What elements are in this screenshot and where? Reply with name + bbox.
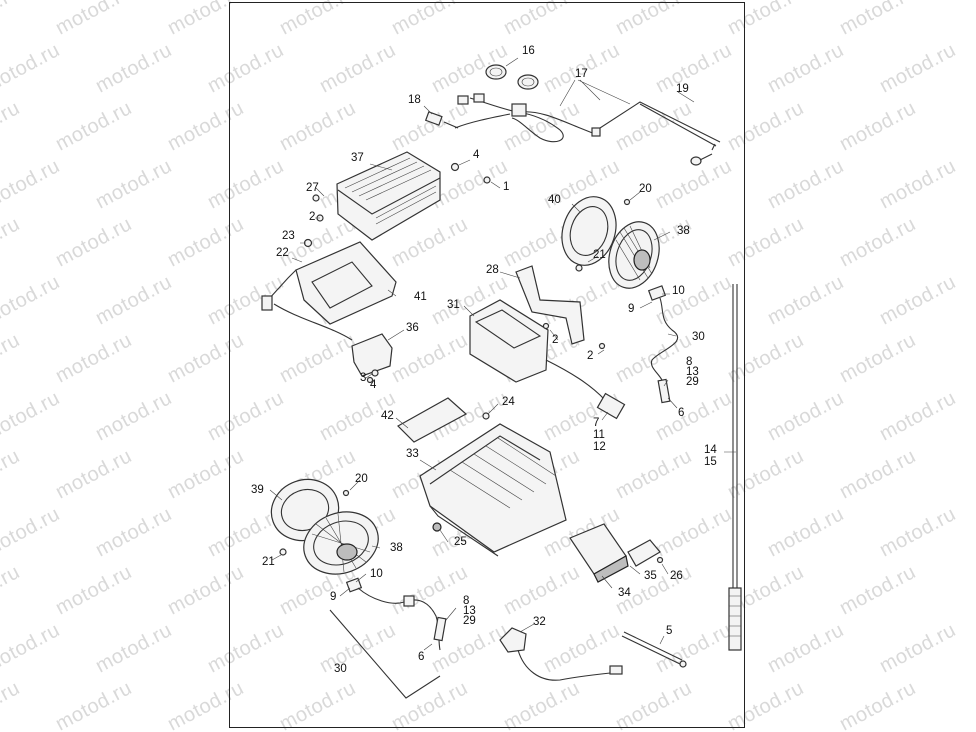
callout-42: 42: [381, 410, 394, 422]
callout-9-top: 9: [628, 303, 635, 315]
callout-1: 1: [503, 181, 510, 193]
part-32-gps-antenna: [499, 627, 623, 681]
part-17-harness: [454, 93, 601, 143]
callout-30-top: 30: [692, 331, 705, 343]
part-37-amplifier: [336, 151, 441, 241]
callout-18: 18: [408, 94, 421, 106]
callout-29-top: 29: [686, 376, 699, 388]
callout-20-top: 20: [639, 183, 652, 195]
callout-6-bottom: 6: [418, 651, 425, 663]
callout-2-right: 2: [587, 350, 594, 362]
callout-8-bottom: 8: [463, 595, 470, 607]
part-14-antenna-mast: [728, 284, 742, 651]
callout-10-top: 10: [672, 285, 685, 297]
part-30-harness-lower: [329, 577, 447, 699]
part-31-module: [469, 299, 626, 420]
callout-12: 12: [593, 441, 606, 453]
part-38-speaker-lower: [303, 489, 379, 575]
part-33-radio: [419, 412, 567, 557]
callout-15: 15: [704, 456, 717, 468]
callout-23: 23: [282, 230, 295, 242]
callout-9-bottom: 9: [330, 591, 337, 603]
part-41-bracket: [261, 241, 397, 341]
part-38-speaker-top: [575, 198, 660, 289]
part-16-caps: [485, 64, 539, 90]
callout-38-bottom: 38: [390, 542, 403, 554]
callout-19: 19: [676, 83, 689, 95]
callout-36: 36: [406, 322, 419, 334]
callout-33: 33: [406, 448, 419, 460]
callout-4-top: 4: [473, 149, 480, 161]
callout-17: 17: [575, 68, 588, 80]
callout-4-bottom: 4: [370, 379, 377, 391]
callout-27: 27: [306, 182, 319, 194]
callout-5: 5: [666, 625, 673, 637]
callout-28: 28: [486, 264, 499, 276]
callout-40: 40: [548, 194, 561, 206]
part-36-bracket: [351, 333, 393, 384]
callout-10-bottom: 10: [370, 568, 383, 580]
callout-6-top: 6: [678, 407, 685, 419]
callout-32: 32: [533, 616, 546, 628]
part-18-connector: [424, 111, 459, 129]
callout-11: 11: [593, 429, 605, 441]
callout-30-bottom: 30: [334, 663, 347, 675]
callout-34: 34: [618, 587, 631, 599]
leader-lines: [269, 57, 736, 651]
callout-21-top: 21: [593, 249, 606, 261]
part-30-harness-upper: [647, 285, 679, 404]
callout-16: 16: [522, 45, 535, 57]
callout-14: 14: [704, 444, 717, 456]
part-19-antenna-cable: [599, 101, 721, 166]
callout-29-bottom: 29: [463, 615, 476, 627]
callout-25: 25: [454, 536, 467, 548]
callout-2-mid: 2: [552, 334, 559, 346]
callout-3: 3: [360, 372, 367, 384]
callout-13-bottom: 13: [463, 605, 476, 617]
callout-39: 39: [251, 484, 264, 496]
callout-8-top: 8: [686, 356, 693, 368]
part-34-35-modules: [569, 523, 664, 583]
callout-41: 41: [414, 291, 427, 303]
callout-24: 24: [502, 396, 515, 408]
diagram-frame: [229, 2, 745, 728]
callout-38-top: 38: [677, 225, 690, 237]
callout-31: 31: [447, 299, 460, 311]
callout-21-bottom: 21: [262, 556, 275, 568]
callout-26: 26: [670, 570, 683, 582]
part-42-gasket: [397, 397, 468, 443]
callout-22: 22: [276, 247, 289, 259]
part-28-bracket: [515, 265, 585, 345]
callout-20-bottom: 20: [355, 473, 368, 485]
part-5-cable-tie: [621, 631, 687, 668]
callout-2-left: 2: [309, 211, 316, 223]
callout-35: 35: [644, 570, 657, 582]
callout-7: 7: [593, 417, 600, 429]
callout-13-top: 13: [686, 366, 699, 378]
part-40-speaker-adapter: [561, 196, 617, 266]
callout-37: 37: [351, 152, 364, 164]
